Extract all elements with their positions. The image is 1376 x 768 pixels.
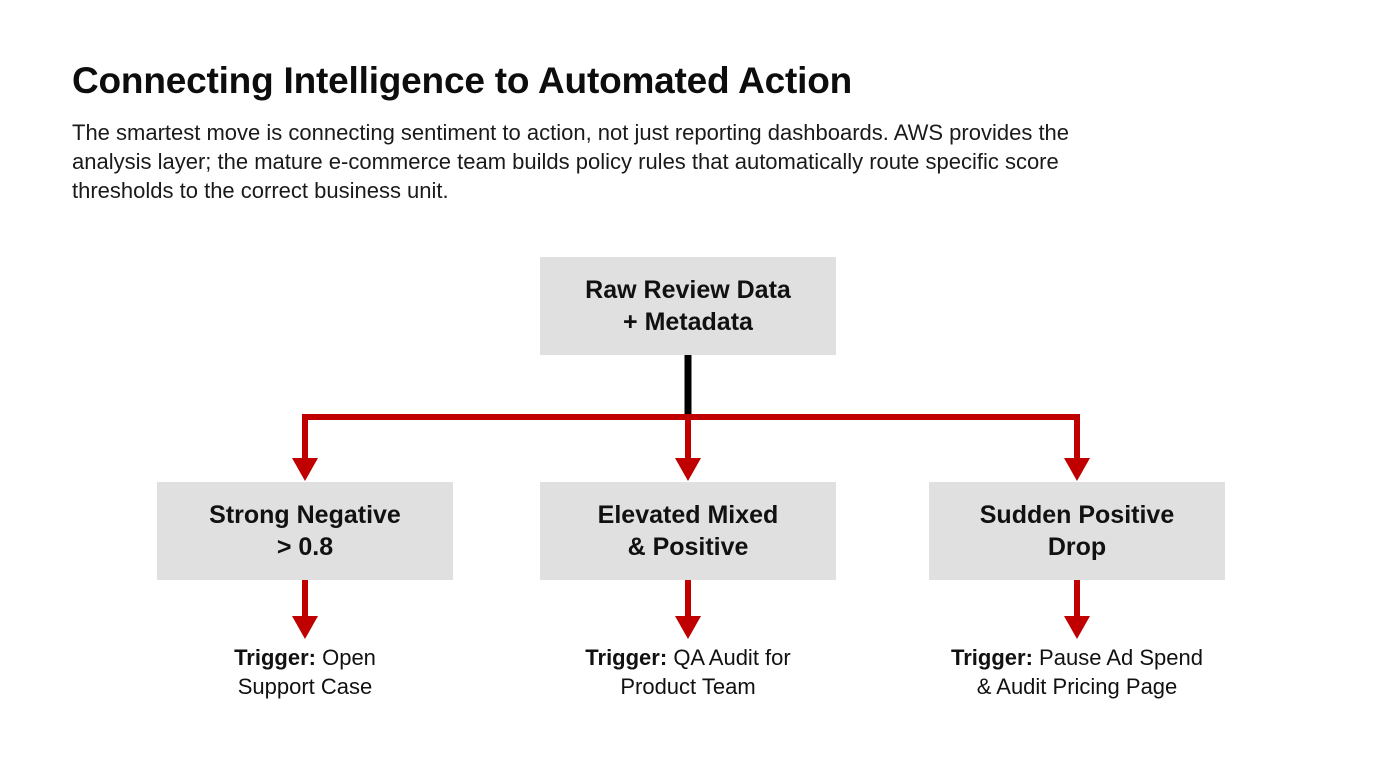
page-subtitle: The smartest move is connecting sentimen…	[72, 120, 1070, 203]
trigger-text: Pause Ad Spend	[1039, 645, 1203, 670]
node-sudden-positive-line1: Sudden Positive	[979, 501, 1175, 529]
node-strong-negative: Strong Negative > 0.8	[157, 482, 453, 580]
trigger-sudden-positive: Trigger: Pause Ad Spend & Audit Pricing …	[917, 643, 1237, 701]
node-elevated-mixed-line1: Elevated Mixed	[597, 501, 779, 529]
arrow-head-left	[292, 458, 318, 481]
trigger-text: Open	[322, 645, 376, 670]
trigger-label: Trigger:	[234, 645, 316, 670]
node-elevated-mixed: Elevated Mixed & Positive	[540, 482, 836, 580]
trigger-elevated-mixed: Trigger: QA Audit for Product Team	[528, 643, 848, 701]
node-elevated-mixed-line2: & Positive	[627, 533, 749, 561]
trigger-text: & Audit Pricing Page	[976, 674, 1178, 699]
source-node-line2: + Metadata	[623, 308, 753, 336]
trigger-arrow-center-head	[675, 616, 701, 639]
arrow-head-right	[1064, 458, 1090, 481]
node-sudden-positive-line2: Drop	[1047, 533, 1107, 561]
source-node: Raw Review Data + Metadata	[540, 257, 836, 355]
trigger-text: QA Audit for	[673, 645, 791, 670]
trigger-text: Support Case	[237, 674, 373, 699]
trigger-label: Trigger:	[585, 645, 668, 670]
node-sudden-positive: Sudden Positive Drop	[929, 482, 1225, 580]
trigger-strong-negative: Trigger: Open Support Case	[145, 643, 465, 701]
page-title: Connecting Intelligence to Automated Act…	[72, 60, 853, 101]
arrow-head-center	[675, 458, 701, 481]
trigger-label: Trigger:	[951, 645, 1033, 670]
source-node-line1: Raw Review Data	[585, 276, 791, 304]
node-strong-negative-line1: Strong Negative	[209, 501, 401, 529]
trigger-text: Product Team	[620, 674, 756, 699]
node-strong-negative-line2: > 0.8	[276, 533, 334, 561]
trigger-arrow-right-head	[1064, 616, 1090, 639]
trigger-arrow-left-head	[292, 616, 318, 639]
